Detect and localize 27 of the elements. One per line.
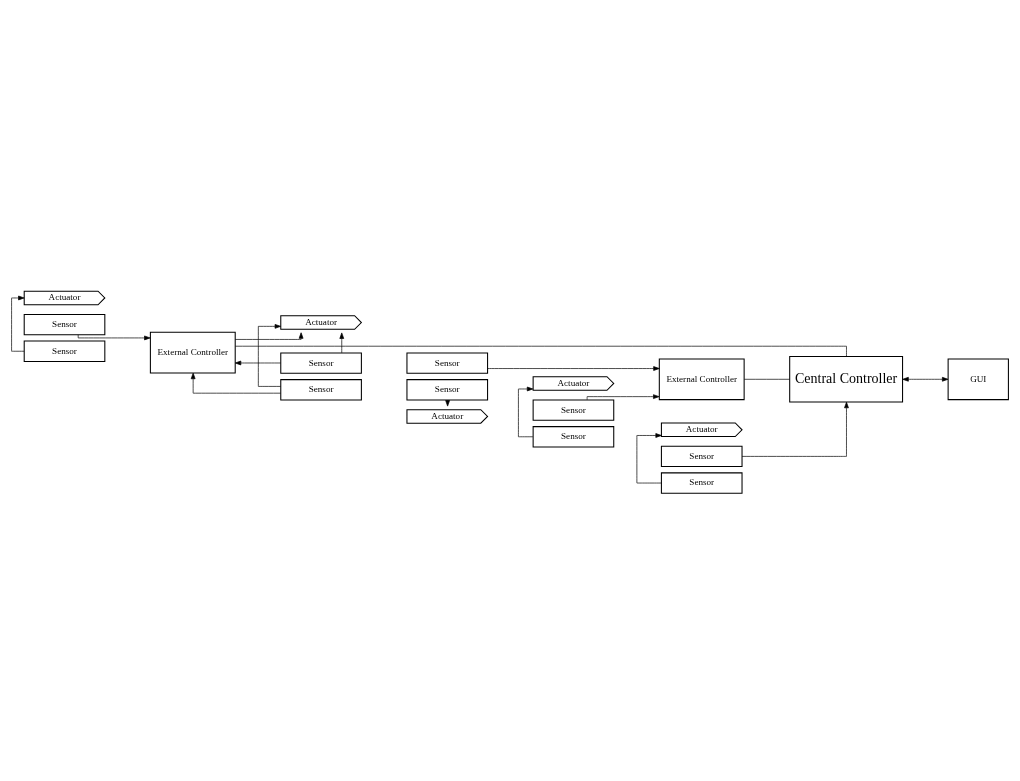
connector bbox=[235, 345, 847, 357]
node-box: Sensor bbox=[660, 445, 743, 468]
arrow bbox=[339, 332, 345, 354]
arrow bbox=[234, 332, 304, 340]
arrow bbox=[741, 401, 849, 457]
node-box: Sensor bbox=[23, 340, 106, 362]
node-box: Sensor bbox=[660, 472, 743, 494]
node-box: Sensor bbox=[532, 426, 615, 448]
node-box: Sensor bbox=[280, 379, 362, 401]
node-box: External Controller bbox=[149, 331, 236, 374]
arrow bbox=[77, 334, 151, 341]
arrow bbox=[518, 386, 534, 438]
node-box: GUI bbox=[947, 358, 1009, 401]
node-box: Sensor bbox=[280, 352, 362, 374]
node-box: Central Controller bbox=[789, 355, 904, 403]
arrow bbox=[487, 366, 660, 371]
node-box: External Controller bbox=[658, 358, 745, 401]
arrow bbox=[234, 360, 282, 366]
arrow bbox=[902, 376, 949, 382]
node-box: Sensor bbox=[532, 399, 615, 421]
connector bbox=[743, 378, 791, 380]
arrow bbox=[190, 372, 281, 394]
arrow bbox=[586, 394, 660, 401]
node-box: Sensor bbox=[23, 313, 106, 336]
arrow bbox=[636, 433, 662, 484]
node-box: Sensor bbox=[406, 352, 489, 374]
arrow bbox=[258, 324, 281, 387]
